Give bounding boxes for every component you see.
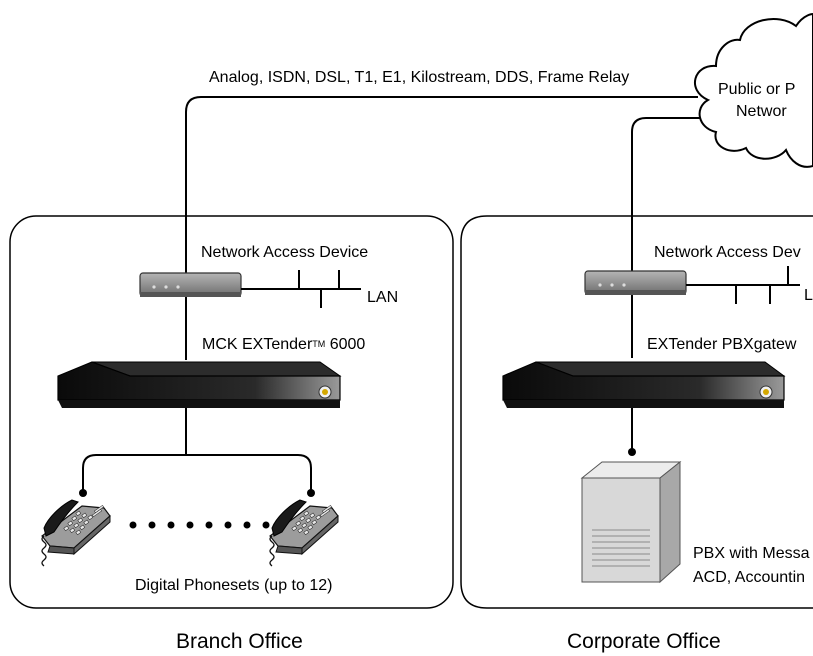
branch-phone-bus (82, 408, 312, 493)
phone-jack-right (307, 489, 315, 497)
corp-uplink-line (631, 117, 710, 280)
branch-office-box (9, 215, 454, 609)
wan-link-line (185, 96, 698, 282)
corp-gateway-label: EXTender PBXgatew (647, 336, 797, 353)
corporate-office-title: Corporate Office (567, 630, 721, 653)
branch-lan-label: LAN (367, 289, 398, 306)
cloud-label-line1: Public or P (718, 81, 795, 98)
corp-network-access-device (584, 270, 687, 295)
extender-model: 6000 (325, 336, 365, 353)
corporate-office-box (460, 215, 813, 609)
corp-lan-label: L (804, 287, 813, 304)
branch-nad-label: Network Access Device (201, 244, 368, 261)
phone-jack-left (79, 489, 87, 497)
corp-pbxgateway-device (502, 361, 786, 408)
corp-nad-label: Network Access Dev (654, 244, 801, 261)
trademark-mark: TM (312, 339, 325, 349)
extender-name: MCK EXTender (202, 336, 313, 353)
phonesets-label: Digital Phonesets (up to 12) (135, 577, 332, 594)
pbx-jack (628, 448, 636, 456)
branch-extender-label: MCK EXTenderTM 6000 (202, 336, 365, 353)
phone-ellipsis-dots (129, 521, 270, 529)
public-network-cloud: Public or P Networ (694, 12, 813, 168)
link-types-label: Analog, ISDN, DSL, T1, E1, Kilostream, D… (209, 69, 629, 86)
digital-phoneset-right (269, 499, 339, 567)
branch-office-title: Branch Office (176, 630, 303, 653)
pbx-label-line2: ACD, Accountin (693, 569, 805, 586)
cloud-label-line2: Networ (736, 103, 787, 120)
branch-network-access-device (139, 272, 242, 297)
corp-lan-bus (686, 266, 800, 304)
branch-extender-device (57, 361, 342, 408)
branch-lan-bus (241, 270, 361, 308)
pbx-label-line1: PBX with Messa (693, 545, 810, 562)
pbx-cabinet (580, 460, 682, 584)
digital-phoneset-left (41, 499, 111, 567)
